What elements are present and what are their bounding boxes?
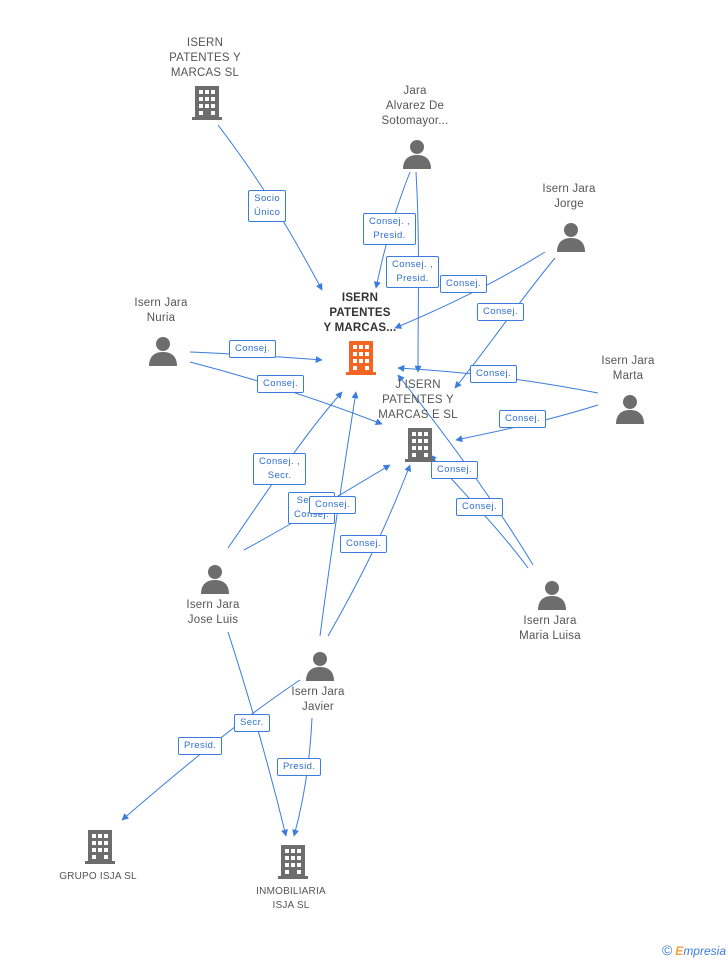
edge-javier-center xyxy=(319,391,359,637)
edge-label-joseluis-presid[interactable]: Presid. xyxy=(178,737,223,755)
node-label: Isern Jara Maria Luisa xyxy=(519,615,581,642)
person-icon xyxy=(538,581,566,610)
edge-label-javier-consej-1[interactable]: Consej. xyxy=(309,496,357,514)
edge-label-jara-consej-presid-1[interactable]: Consej. ,Presid. xyxy=(363,213,417,245)
edge-label-nuria-consej-1[interactable]: Consej. xyxy=(229,340,277,358)
person-icon xyxy=(149,337,177,366)
edge-label-javier-presid[interactable]: Presid. xyxy=(277,758,322,776)
node-label: J ISERN PATENTES Y MARCAS E SL xyxy=(378,379,458,421)
building-icon xyxy=(346,341,376,375)
edge-label-joseluis-secr[interactable]: Secr. xyxy=(234,714,270,732)
building-icon xyxy=(85,830,115,864)
building-icon xyxy=(192,86,222,120)
brand-initial: E xyxy=(675,944,684,958)
person-icon xyxy=(616,395,644,424)
node-label: GRUPO ISJA SL xyxy=(59,871,137,882)
copyright-icon: © xyxy=(661,942,673,958)
brand-name: mpresia xyxy=(683,944,726,958)
building-icon xyxy=(405,428,435,462)
person-icon xyxy=(557,223,585,252)
node-label: INMOBILIARIA ISJA SL xyxy=(256,886,326,911)
edge-label-marta-consej-2[interactable]: Consej. xyxy=(499,410,547,428)
node-label: Jara Alvarez De Sotomayor... xyxy=(381,85,449,127)
edge-label-marta-consej-1[interactable]: Consej. xyxy=(470,365,518,383)
person-icon xyxy=(306,652,334,681)
edge-javier-inmobiliaria xyxy=(292,717,313,837)
edge-joseluis-inmobiliaria xyxy=(227,631,288,837)
building-icon xyxy=(278,845,308,879)
edge-label-jorge-consej-1[interactable]: Consej. xyxy=(440,275,488,293)
edge-javier-jisern xyxy=(327,464,412,637)
edge-label-jorge-consej-2[interactable]: Consej. xyxy=(477,303,525,321)
person-icon xyxy=(403,140,431,169)
edge-label-marialuisa-consej-2[interactable]: Consej. xyxy=(456,498,504,516)
empresia-logo[interactable]: ©Empresia xyxy=(662,942,726,958)
node-label: ISERN PATENTES Y MARCAS SL xyxy=(169,37,241,79)
edge-label-marialuisa-consej-1[interactable]: Consej. xyxy=(431,461,479,479)
edge-label-javier-consej-2[interactable]: Consej. xyxy=(340,535,388,553)
edge-label-jara-consej-presid-2[interactable]: Consej. ,Presid. xyxy=(386,256,440,288)
node-label: Isern Jara Nuria xyxy=(134,297,188,324)
node-label: Isern Jara Jose Luis xyxy=(186,599,240,626)
node-label: Isern Jara Jorge xyxy=(542,183,596,210)
node-label: ISERN PATENTES Y MARCAS... xyxy=(323,292,397,334)
edge-label-joseluis-consej-secr[interactable]: Consej. ,Secr. xyxy=(253,453,307,485)
person-icon xyxy=(201,565,229,594)
node-label: Isern Jara Marta xyxy=(601,355,655,382)
node-label: Isern Jara Javier xyxy=(291,686,345,713)
edge-label-nuria-consej-2[interactable]: Consej. xyxy=(257,375,305,393)
